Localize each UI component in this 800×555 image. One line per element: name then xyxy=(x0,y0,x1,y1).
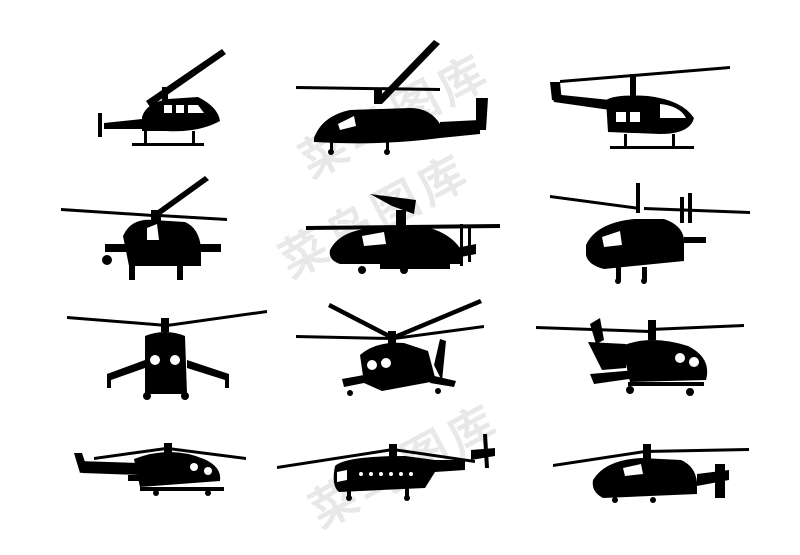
helicopter-hind-quarter-icon xyxy=(290,295,520,420)
helicopter-apache-front-right-icon xyxy=(540,175,770,300)
helicopter-bell-utility-icon xyxy=(80,25,310,150)
helicopter-hind-side-icon xyxy=(530,310,760,435)
helicopter-kamov-attack-icon xyxy=(290,38,520,163)
helicopter-hind-low-icon xyxy=(70,425,300,550)
helicopter-hind-front-icon xyxy=(55,300,285,425)
helicopter-huey-icon xyxy=(530,38,760,163)
helicopter-mi8-transport-icon xyxy=(275,430,505,555)
silhouette-sheet: 菜鸟图库 菜鸟图库 菜鸟图库 xyxy=(55,25,770,539)
helicopter-apache-front-left-icon xyxy=(55,170,285,295)
helicopter-apache-side-icon xyxy=(300,170,530,295)
helicopter-tiger-icon xyxy=(545,430,775,555)
